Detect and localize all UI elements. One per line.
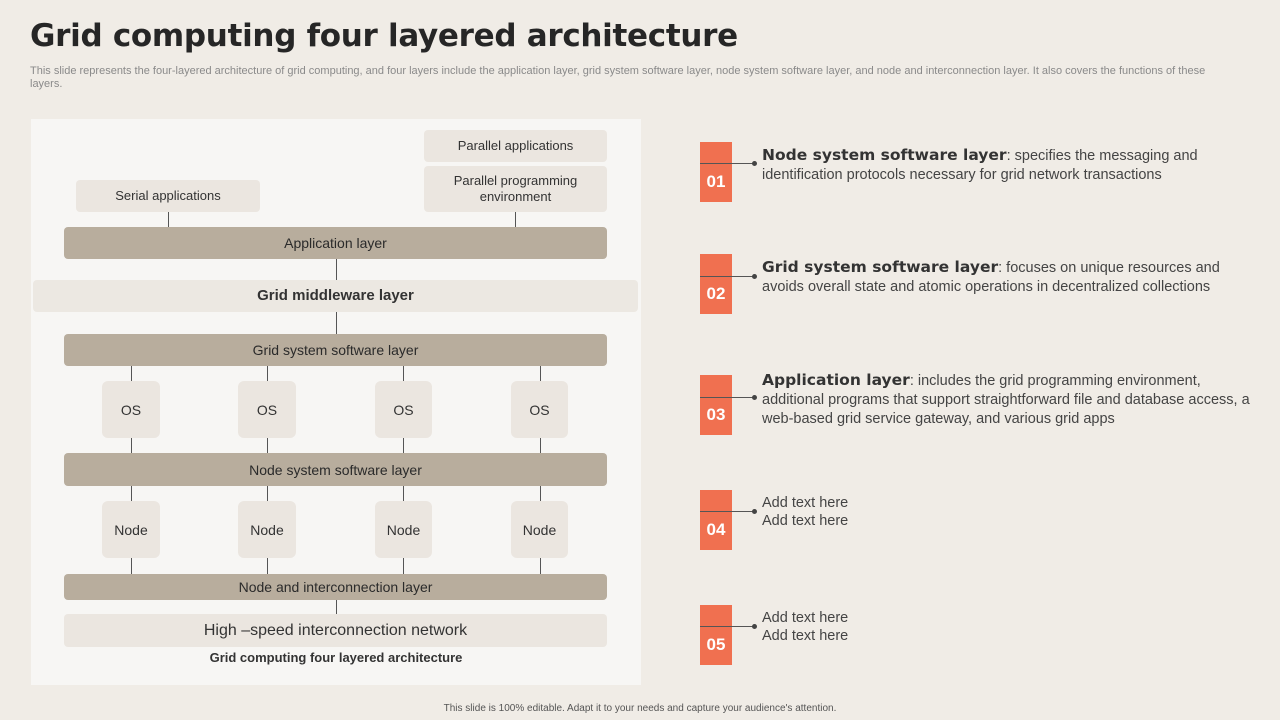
item-text: Add text here — [762, 628, 849, 644]
connector-line — [336, 600, 337, 614]
connector-line — [131, 366, 132, 381]
connector-line — [267, 366, 268, 381]
page-subtitle: This slide represents the four-layered a… — [30, 65, 1206, 90]
connector-line — [403, 486, 404, 501]
connector-line — [168, 212, 169, 227]
os-box: OS — [238, 381, 296, 438]
item-description: Grid system software layer: focuses on u… — [762, 258, 1252, 297]
node-system-software-layer-bar: Node system software layer — [64, 453, 607, 486]
item-text: Add text here — [762, 495, 849, 511]
node-box: Node — [375, 501, 432, 558]
item-number-badge: 02 — [700, 254, 732, 314]
connector-line — [540, 486, 541, 501]
connector-line — [403, 558, 404, 574]
item-number-badge: 04 — [700, 490, 732, 550]
item-connector-dot — [752, 161, 757, 166]
connector-line — [515, 212, 516, 227]
item-number-badge: 03 — [700, 375, 732, 435]
connector-line — [540, 366, 541, 381]
os-box: OS — [375, 381, 432, 438]
item-connector-line — [700, 511, 755, 512]
item-text: Add text here — [762, 610, 849, 626]
os-box: OS — [102, 381, 160, 438]
grid-system-software-layer-bar: Grid system software layer — [64, 334, 607, 366]
connector-line — [540, 558, 541, 574]
node-box: Node — [102, 501, 160, 558]
serial-applications-box: Serial applications — [76, 180, 260, 212]
item-connector-line — [700, 163, 755, 164]
connector-line — [131, 486, 132, 501]
item-connector-line — [700, 276, 755, 277]
node-box: Node — [511, 501, 568, 558]
item-description: Application layer: includes the grid pro… — [762, 371, 1252, 429]
parallel-programming-environment-box: Parallel programming environment — [424, 166, 607, 212]
diagram-caption: Grid computing four layered architecture — [209, 650, 463, 665]
item-number-badge: 01 — [700, 142, 732, 202]
connector-line — [267, 438, 268, 453]
item-connector-dot — [752, 395, 757, 400]
item-description: Node system software layer: specifies th… — [762, 146, 1252, 185]
item-heading: Node system software layer — [762, 146, 1007, 164]
item-text: Add text here — [762, 513, 849, 529]
item-text: : specifies the messaging and identifica… — [762, 148, 1198, 183]
item-description: Add text here Add text here — [762, 494, 1252, 530]
node-box: Node — [238, 501, 296, 558]
connector-line — [267, 486, 268, 501]
connector-line — [403, 438, 404, 453]
connector-line — [336, 259, 337, 280]
connector-line — [131, 438, 132, 453]
footer-note: This slide is 100% editable. Adapt it to… — [443, 703, 837, 714]
node-interconnection-layer-bar: Node and interconnection layer — [64, 574, 607, 600]
item-connector-line — [700, 397, 755, 398]
item-heading: Application layer — [762, 371, 910, 389]
item-number-badge: 05 — [700, 605, 732, 665]
interconnection-network-box: High –speed interconnection network — [64, 614, 607, 647]
connector-line — [131, 558, 132, 574]
item-connector-dot — [752, 509, 757, 514]
item-text: : focuses on unique resources and avoids… — [762, 260, 1220, 295]
page-title: Grid computing four layered architecture — [30, 18, 738, 54]
connector-line — [540, 438, 541, 453]
item-connector-line — [700, 626, 755, 627]
item-connector-dot — [752, 274, 757, 279]
connector-line — [336, 312, 337, 334]
connector-line — [403, 366, 404, 381]
grid-middleware-layer-bar: Grid middleware layer — [33, 280, 638, 312]
item-heading: Grid system software layer — [762, 258, 999, 276]
item-connector-dot — [752, 624, 757, 629]
os-box: OS — [511, 381, 568, 438]
parallel-applications-box: Parallel applications — [424, 130, 607, 162]
connector-line — [267, 558, 268, 574]
item-description: Add text here Add text here — [762, 609, 1252, 645]
application-layer-bar: Application layer — [64, 227, 607, 259]
item-text: : includes the grid programming environm… — [762, 373, 1250, 427]
